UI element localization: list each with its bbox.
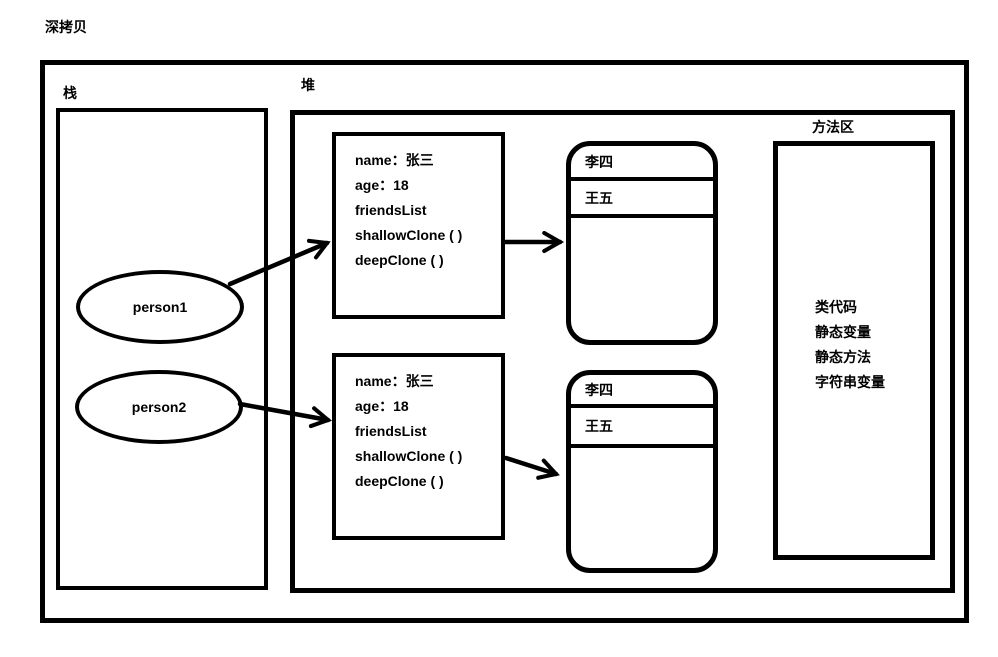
person1-label: person1 [132,299,188,315]
person1-reference-ellipse: person1 [76,270,244,344]
stack-box [56,108,268,590]
method-area-label: 方法区 [812,119,854,135]
friendslist-object-2: 李四 王五 [566,370,718,573]
object1-friendslist-field: friendsList [355,202,427,218]
person2-label: person2 [131,399,187,415]
jvm-memory-frame [40,60,969,623]
list1-item-1: 李四 [571,146,713,181]
method-area-static-methods: 静态方法 [815,349,871,365]
diagram-title: 深拷贝 [45,19,87,35]
list2-item-2: 王五 [571,408,713,448]
person-object-1: name：张三 age：18 friendsList shallowClone … [332,132,505,319]
object2-deepclone-method: deepClone ( ) [355,473,444,489]
stack-label: 栈 [63,85,77,101]
object2-age-field: age：18 [355,398,409,414]
heap-label: 堆 [301,77,315,93]
object2-name-field: name：张三 [355,373,434,389]
method-area-box [773,141,935,560]
object1-shallowclone-method: shallowClone ( ) [355,227,463,243]
list1-item-2: 王五 [571,181,713,218]
list2-item-1: 李四 [571,375,713,408]
method-area-class-code: 类代码 [815,299,857,315]
person-object-2: name：张三 age：18 friendsList shallowClone … [332,353,505,540]
object2-friendslist-field: friendsList [355,423,427,439]
friendslist-object-1: 李四 王五 [566,141,718,345]
method-area-static-vars: 静态变量 [815,324,871,340]
object1-deepclone-method: deepClone ( ) [355,252,444,268]
method-area-content: 类代码 静态变量 静态方法 字符串变量 [815,295,885,395]
object2-shallowclone-method: shallowClone ( ) [355,448,463,464]
object1-name-field: name：张三 [355,152,434,168]
heap-box [290,110,955,593]
person2-reference-ellipse: person2 [75,370,243,444]
object1-age-field: age：18 [355,177,409,193]
method-area-string-vars: 字符串变量 [815,374,885,390]
